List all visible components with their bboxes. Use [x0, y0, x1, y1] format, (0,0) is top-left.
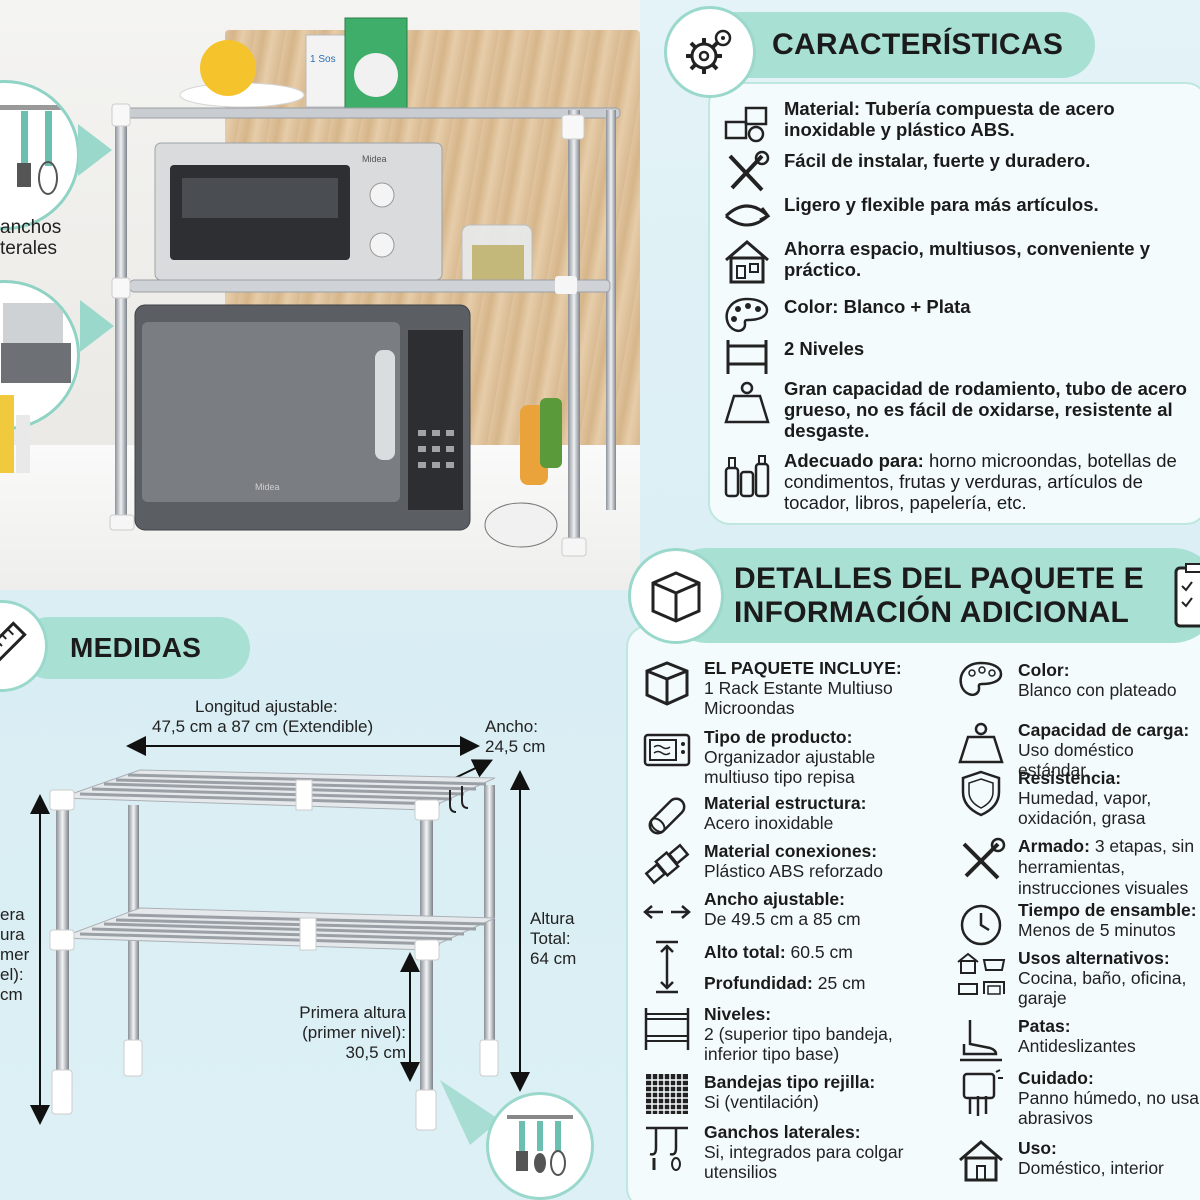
uso: Uso: Doméstico, interior	[956, 1138, 1200, 1184]
product-photo: 1 Sos Midea	[0, 0, 640, 590]
palette-icon	[959, 661, 1003, 696]
armado: Armado: 3 etapas, sin herramientas, inst…	[956, 836, 1200, 899]
profundidad: Profundidad: 25 cm	[704, 973, 866, 993]
hooks-side-label: anchos terales	[0, 217, 62, 259]
length-value: 47,5 cm a 87 cm (Extendible)	[152, 717, 374, 736]
paquete-incluye: EL PAQUETE INCLUYE:1 Rack Estante Multiu…	[642, 658, 942, 718]
feature-adecuado: Adecuado para: horno microondas, botella…	[722, 450, 1200, 513]
caracteristicas-header: CARACTERÍSTICAS	[700, 12, 1095, 78]
height-value: 64 cm	[530, 949, 577, 968]
utensils-icon	[507, 1115, 573, 1176]
caracteristicas-panel	[708, 82, 1200, 525]
svg-text:1 Sos: 1 Sos	[310, 54, 336, 65]
svg-text:Midea: Midea	[362, 154, 387, 164]
clipboard-icon	[1174, 563, 1200, 628]
feature-instalar: Fácil de instalar, fuerte y duradero.	[722, 150, 1200, 196]
capacidad-carga: Capacidad de carga:Uso doméstico estánda…	[956, 720, 1200, 780]
paquete-panel	[626, 625, 1200, 1200]
caracteristicas-title: CARACTERÍSTICAS	[772, 28, 1064, 61]
paquete-title: DETALLES DEL PAQUETE E INFORMACIÓN ADICI…	[734, 561, 1144, 629]
package-icon-circle	[628, 548, 724, 644]
feature-ligero: Ligero y flexible para más artículos.	[722, 194, 1200, 234]
levels-icon	[726, 340, 768, 374]
house-icon	[725, 240, 769, 284]
rooms-icon	[957, 952, 1006, 995]
grid-icon	[646, 1074, 688, 1114]
bandejas-rejilla: Bandejas tipo rejilla:Si (ventilación)	[642, 1072, 942, 1118]
patas: Patas:Antideslizantes	[956, 1016, 1200, 1064]
height-label-2: Total:	[530, 929, 571, 948]
shield-icon	[961, 770, 1001, 817]
medidas-title: MEDIDAS	[70, 632, 202, 663]
width-label: Ancho:	[485, 717, 538, 736]
tools-icon	[728, 150, 770, 192]
home-icon	[959, 1140, 1003, 1182]
package-icon	[651, 571, 701, 623]
ancho-ajustable: Ancho ajustable:De 49.5 cm a 85 cm	[642, 889, 942, 935]
paquete-header: DETALLES DEL PAQUETE E INFORMACIÓN ADICI…	[660, 548, 1200, 643]
tools-icon	[962, 837, 1006, 880]
rack-with-appliances: 1 Sos Midea	[109, 17, 621, 557]
weight-icon	[724, 381, 770, 424]
cuidado: Cuidado:Panno húmedo, no usar abrasivos	[956, 1068, 1200, 1128]
color-info: Color:Blanco con plateado	[956, 660, 1200, 704]
medidas-header: MEDIDAS	[18, 617, 250, 679]
ruler-icon	[0, 621, 27, 671]
hooks-detail-circle-bottom	[486, 1092, 594, 1200]
feature-color: Color: Blanco + Plata	[722, 296, 1200, 338]
usos-alternativos: Usos alternativos:Cocina, baño, oficina,…	[956, 948, 1200, 1008]
resistencia: Resistencia:Humedad, vapor, oxidación, g…	[956, 768, 1200, 828]
pointer-arrow	[78, 124, 112, 176]
gears-icon-circle	[664, 6, 756, 98]
box-icon	[645, 661, 689, 706]
tube-icon	[648, 797, 686, 835]
palette-icon	[725, 297, 769, 332]
side-products-image	[0, 395, 30, 473]
rack-diagram	[30, 736, 530, 1145]
ganchos-laterales: Ganchos laterales:Si, integrados para co…	[642, 1122, 942, 1182]
connector-icon	[644, 843, 690, 885]
length-label: Longitud ajustable:	[195, 697, 338, 716]
bottles-icon	[724, 455, 770, 498]
height-label: Altura	[530, 909, 575, 928]
flexible-icon	[724, 204, 771, 227]
microwave-icon	[643, 733, 691, 767]
gears-icon	[686, 29, 732, 74]
tiempo-ensamble: Tiempo de ensamble:Menos de 5 minutos	[956, 900, 1200, 950]
width-arrows-icon	[643, 905, 691, 919]
material-estructura: Material estructura:Acero inoxidable	[642, 793, 942, 839]
feet-icon	[960, 1020, 1002, 1062]
pointer-arrow	[80, 300, 114, 352]
tipo-producto: Tipo de producto:Organizador ajustable m…	[642, 727, 942, 787]
alto-total: Alto total: 60.5 cm	[642, 938, 942, 996]
width-value: 24,5 cm	[485, 737, 546, 756]
material-conexiones: Material conexiones:Plástico ABS reforza…	[642, 841, 942, 887]
clock-icon	[960, 904, 1002, 946]
feature-ahorra: Ahorra espacio, multiusos, conveniente y…	[722, 238, 1200, 286]
height-arrow-icon	[656, 940, 678, 994]
hooks-icon	[646, 1126, 688, 1171]
cut-first-height-label: era ura mer el): cm	[0, 905, 30, 1004]
weight-icon	[958, 722, 1004, 764]
shelf-levels-icon	[644, 1008, 690, 1050]
cleaning-icon	[962, 1069, 1003, 1116]
feature-material: Material: Tubería compuesta de acero ino…	[722, 98, 1200, 144]
svg-text:Midea: Midea	[255, 482, 280, 492]
feature-niveles: 2 Niveles	[722, 338, 1200, 376]
materials-icon	[724, 106, 768, 143]
feature-capacidad: Gran capacidad de rodamiento, tubo de ac…	[722, 378, 1200, 441]
niveles: Niveles:2 (superior tipo bandeja, inferi…	[642, 1004, 942, 1064]
first-height-label: Primera altura (primer nivel): 30,5 cm	[299, 1003, 406, 1062]
